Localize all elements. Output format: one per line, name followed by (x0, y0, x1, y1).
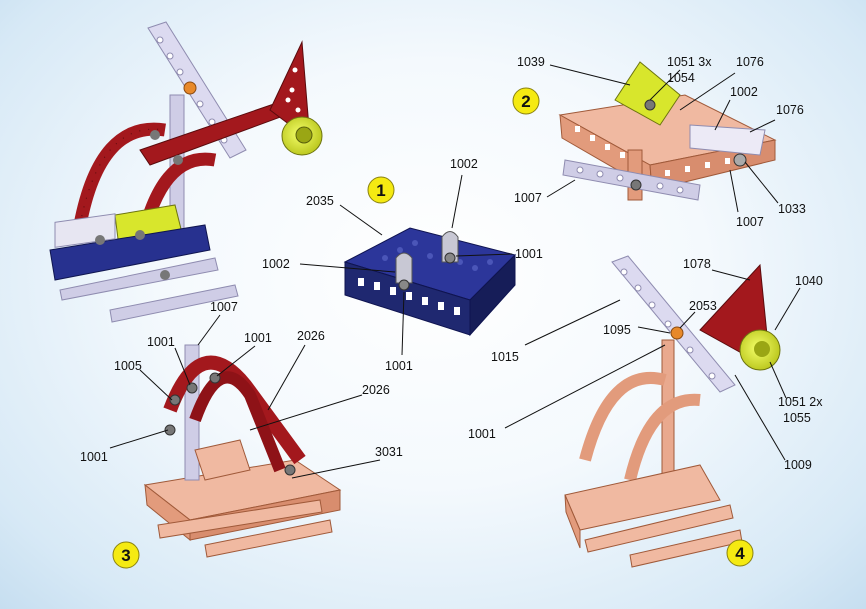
leader-lines (109, 64, 801, 479)
part-label: 1076 (776, 103, 804, 117)
finished-helicopter-illustration (49, 21, 323, 323)
part-label: 2026 (297, 329, 325, 343)
step-number: 3 (121, 546, 130, 565)
part-label: 3031 (375, 445, 403, 459)
step-2-illustration (558, 61, 777, 201)
part-label: 1078 (683, 257, 711, 271)
step-4-illustration (564, 255, 781, 568)
part-label: 1007 (210, 300, 238, 314)
part-label: 1095 (603, 323, 631, 337)
step-badge-4: 4 (726, 539, 754, 567)
part-label: 1040 (795, 274, 823, 288)
step-number: 2 (521, 92, 530, 111)
part-label: 1001 (385, 359, 413, 373)
step-3-illustration (143, 344, 342, 558)
part-label: 1055 (783, 411, 811, 425)
part-label: 1054 (667, 71, 695, 85)
part-label: 1002 (262, 257, 290, 271)
step-1-illustration (343, 227, 516, 337)
part-label: 2035 (306, 194, 334, 208)
part-labels: 2035 1002 1002 1001 1001 1039 1051 3x 10… (80, 55, 823, 472)
part-label: 1005 (114, 359, 142, 373)
part-label: 1051 3x (667, 55, 712, 69)
part-label: 1001 (244, 331, 272, 345)
part-label: 1002 (450, 157, 478, 171)
part-label: 1007 (514, 191, 542, 205)
part-label: 1002 (730, 85, 758, 99)
part-label: 1001 (468, 427, 496, 441)
part-label: 1001 (80, 450, 108, 464)
part-label: 1015 (491, 350, 519, 364)
step-badge-2: 2 (512, 87, 540, 115)
part-label: 1051 2x (778, 395, 823, 409)
part-label: 1009 (784, 458, 812, 472)
step-number: 1 (376, 181, 385, 200)
part-label: 1007 (736, 215, 764, 229)
step-badge-1: 1 (367, 176, 395, 204)
step-badge-3: 3 (112, 541, 140, 569)
part-label: 1033 (778, 202, 806, 216)
part-label: 1001 (147, 335, 175, 349)
part-label: 2026 (362, 383, 390, 397)
part-label: 1076 (736, 55, 764, 69)
part-label: 2053 (689, 299, 717, 313)
step-number: 4 (735, 544, 745, 563)
part-label: 1001 (515, 247, 543, 261)
part-label: 1039 (517, 55, 545, 69)
